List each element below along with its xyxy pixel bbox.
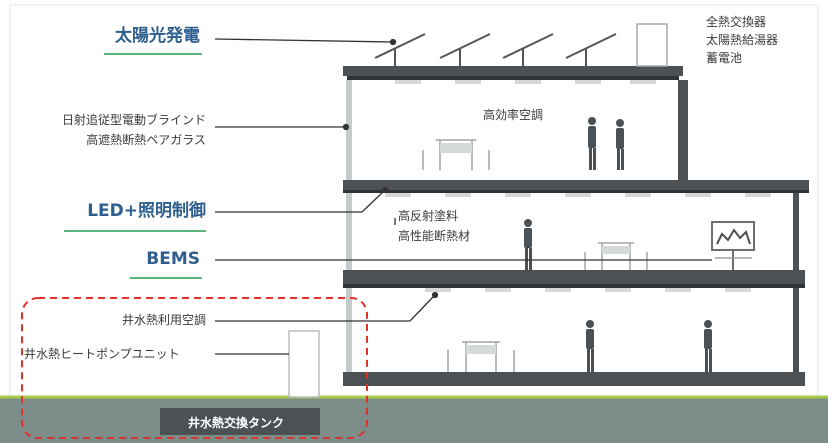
label-well-ac: 井水熱利用空調 bbox=[121, 313, 206, 327]
label-bems: BEMS bbox=[146, 249, 200, 269]
label-paint: 高反射塗料 bbox=[398, 209, 459, 223]
leader-led-dot bbox=[381, 186, 389, 194]
roof-slab-lip bbox=[347, 76, 679, 80]
slab-2f bbox=[343, 270, 805, 284]
underline-led bbox=[64, 230, 206, 232]
label-tank: 井水熱交換タンク bbox=[188, 416, 285, 430]
label-blind: 日射追従型電動ブラインド bbox=[61, 113, 206, 127]
label-heat-pump: 井水熱ヒートポンプユニット bbox=[24, 347, 180, 361]
label-led: LED+照明制御 bbox=[87, 201, 206, 221]
rooftop-equipment-list: 全熱交換器 太陽熱給湯器 蓄電池 bbox=[706, 15, 778, 66]
roof-slab bbox=[343, 66, 683, 76]
slab-3f bbox=[343, 180, 809, 190]
wall-left-mid bbox=[346, 193, 352, 270]
ground bbox=[0, 397, 828, 443]
label-glass: 高遮熱断熱ペアガラス bbox=[86, 133, 206, 147]
label-rooftop-item: 全熱交換器 bbox=[706, 15, 767, 29]
person-icon bbox=[588, 117, 624, 170]
solar-panel-icon bbox=[374, 33, 617, 66]
person-icon bbox=[524, 219, 532, 270]
label-insulation: 高性能断熱材 bbox=[398, 229, 471, 243]
leader-well-ac-elbow bbox=[409, 296, 434, 322]
label-solar: 太陽光発電 bbox=[115, 26, 200, 46]
underline-bems bbox=[130, 277, 202, 279]
table-chairs-icon bbox=[584, 242, 648, 270]
leader-solar-dot bbox=[389, 38, 397, 46]
bems-monitor-icon bbox=[711, 221, 755, 270]
leader-solar bbox=[214, 38, 394, 43]
table-chairs-icon bbox=[422, 139, 490, 170]
slab-2f-lip bbox=[343, 284, 805, 288]
well-system-highlight bbox=[21, 297, 368, 439]
wall-right-low bbox=[793, 288, 799, 372]
label-hvac: 高効率空調 bbox=[483, 108, 544, 122]
wall-right-top bbox=[678, 80, 688, 180]
wall-left-top bbox=[346, 80, 352, 180]
rooftop-unit-icon bbox=[636, 23, 668, 67]
slab-ground bbox=[343, 372, 805, 386]
slab-3f-lip bbox=[343, 190, 809, 193]
table-chairs-icon bbox=[447, 341, 515, 372]
label-rooftop-item: 蓄電池 bbox=[706, 51, 743, 65]
wall-right-mid bbox=[793, 193, 799, 270]
heat-pump-unit-icon bbox=[288, 330, 320, 398]
person-icon bbox=[586, 320, 712, 372]
well-tank bbox=[160, 408, 320, 435]
light-fixture-icon bbox=[385, 80, 771, 292]
leader-well-ac-dot bbox=[431, 291, 439, 299]
label-rooftop-item: 太陽熱給湯器 bbox=[706, 33, 779, 47]
underline-solar bbox=[104, 53, 202, 55]
leader-led-elbow bbox=[361, 191, 384, 213]
leader-blind-dot bbox=[342, 123, 350, 131]
wall-left-low bbox=[346, 288, 352, 372]
